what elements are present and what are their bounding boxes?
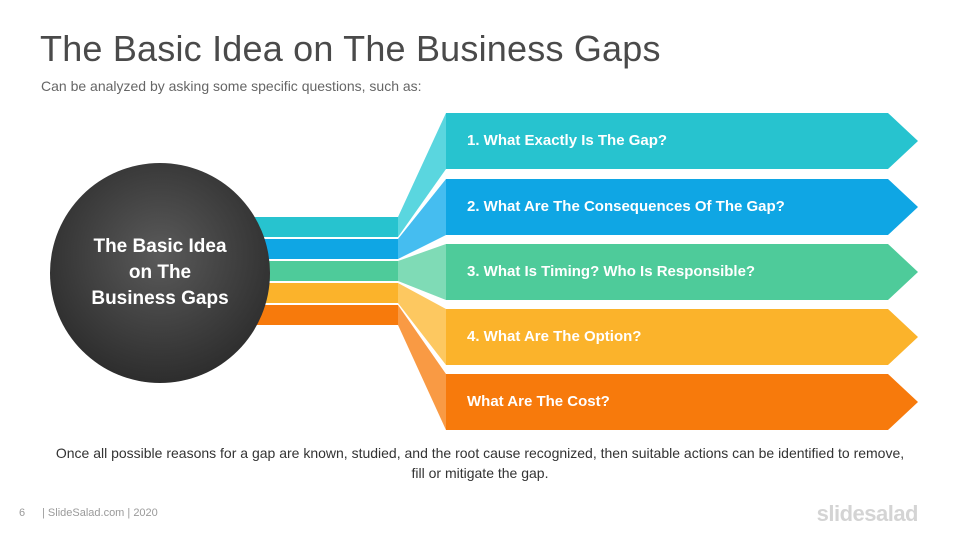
step-3-label: 3. What Is Timing? Who Is Responsible? <box>467 263 756 280</box>
connector-fan-1 <box>398 113 446 237</box>
center-line-1: The Basic Idea <box>93 236 227 257</box>
connector-group <box>250 113 446 430</box>
center-line-3: Business Gaps <box>91 288 229 309</box>
center-circle <box>50 163 270 383</box>
connector-band-3 <box>250 261 398 281</box>
connector-band-5 <box>250 305 398 325</box>
step-4-label: 4. What Are The Option? <box>467 328 642 345</box>
slide-title: The Basic Idea on The Business Gaps <box>40 28 661 69</box>
step-1-label: 1. What Exactly Is The Gap? <box>467 132 668 149</box>
footer-description: Once all possible reasons for a gap are … <box>55 445 905 481</box>
step-arrow-1 <box>446 113 918 169</box>
arrow-group <box>446 113 918 430</box>
center-circle-label: The Basic Idea on The Business Gaps <box>50 163 270 383</box>
connector-band-1 <box>250 217 398 237</box>
connector-fan-3 <box>398 244 446 300</box>
step-5-label: What Are The Cost? <box>467 393 610 410</box>
page-credit: | SlideSalad.com | 2020 <box>42 507 158 519</box>
connector-fan-2 <box>398 179 446 259</box>
slide-subtitle: Can be analyzed by asking some specific … <box>41 78 422 94</box>
step-arrow-4 <box>446 309 918 365</box>
step-arrow-2 <box>446 179 918 235</box>
connector-band-2 <box>250 239 398 259</box>
center-line-2: on The <box>128 262 192 283</box>
connector-fan-5 <box>398 305 446 430</box>
brand-logo: slidesalad <box>816 501 919 526</box>
page-number: 6 <box>19 507 26 519</box>
connector-fan-4 <box>398 283 446 365</box>
step-arrow-5 <box>446 374 918 430</box>
step-2-label: 2. What Are The Consequences Of The Gap? <box>467 198 785 215</box>
step-arrow-3 <box>446 244 918 300</box>
connector-band-4 <box>250 283 398 303</box>
